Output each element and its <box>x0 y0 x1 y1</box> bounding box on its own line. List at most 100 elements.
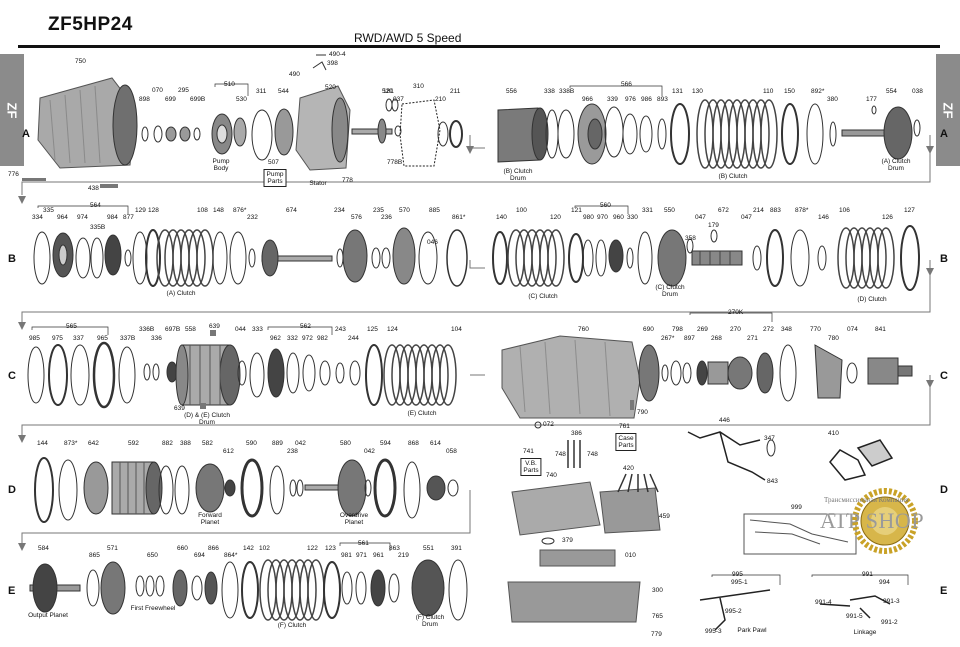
logo-brand-text: ATP SHOP <box>820 508 925 533</box>
gear-logo-icon <box>852 488 918 554</box>
boxed-caption: V.B.Parts <box>520 458 542 477</box>
part-label: 972 <box>302 335 313 342</box>
zf-side-tab-right: ZF <box>936 54 960 166</box>
row-label-e-right: E <box>940 585 948 597</box>
part-label: 338B <box>559 88 575 95</box>
part-label: 238 <box>287 448 298 455</box>
part-label: 642 <box>88 440 99 447</box>
overdrive-planet <box>304 459 367 517</box>
component-caption: (F) Clutch <box>277 622 307 629</box>
part-label: 102 <box>259 545 270 552</box>
part-label: 272 <box>763 326 774 333</box>
part-label: 380 <box>827 96 838 103</box>
part-label: 332 <box>287 335 298 342</box>
part-label: 126 <box>882 214 893 221</box>
part-label: 550 <box>664 207 675 214</box>
row-label-a: A <box>22 128 30 140</box>
part-label: 337 <box>73 335 84 342</box>
row-label-d: D <box>8 484 16 496</box>
part-label: 672 <box>718 207 729 214</box>
part-label: 976 <box>625 96 636 103</box>
part-label: 873* <box>64 440 78 447</box>
e-clutch-pack <box>383 344 457 406</box>
part-label: 150 <box>784 88 795 95</box>
part-label: 897 <box>684 335 695 342</box>
part-label: 235 <box>373 207 384 214</box>
part-label: 994 <box>879 579 890 586</box>
row-label-a-right: A <box>940 128 948 140</box>
part-label: 882 <box>162 440 173 447</box>
part-label: 750 <box>75 58 86 65</box>
part-label: 348 <box>781 326 792 333</box>
part-label: 961 <box>373 552 384 559</box>
part-label: 790 <box>637 409 648 416</box>
part-label: 991 <box>862 571 873 578</box>
part-label: 580 <box>340 440 351 447</box>
part-label: 146 <box>818 214 829 221</box>
part-label: 883 <box>770 207 781 214</box>
part-label: 529 <box>382 88 393 95</box>
row-label-c-right: C <box>940 370 948 382</box>
part-label: 981 <box>341 552 352 559</box>
part-label: 975 <box>52 335 63 342</box>
part-label: 388 <box>180 440 191 447</box>
part-label: 612 <box>223 448 234 455</box>
part-label: 140 <box>496 214 507 221</box>
part-label: 556 <box>506 88 517 95</box>
part-label: 490-4 <box>329 51 346 58</box>
part-label: 999 <box>791 504 802 511</box>
part-label: 639 <box>174 405 185 412</box>
part-label: 047 <box>695 214 706 221</box>
part-label: 551 <box>423 545 434 552</box>
part-label: 010 <box>625 552 636 559</box>
part-label: 885 <box>429 207 440 214</box>
part-label: 046 <box>427 239 438 246</box>
part-label: 892* <box>811 88 825 95</box>
part-label: 639 <box>209 323 220 330</box>
component-caption: (D) Clutch <box>857 296 887 303</box>
page-title: ZF5HP24 <box>48 14 133 35</box>
part-label: 214 <box>753 207 764 214</box>
part-label: 776 <box>8 171 19 178</box>
part-label: 336 <box>151 335 162 342</box>
part-label: 074 <box>847 326 858 333</box>
part-label: 334 <box>32 214 43 221</box>
part-label: 058 <box>446 448 457 455</box>
stator <box>295 85 351 171</box>
part-label: 898 <box>139 96 150 103</box>
part-label: 974 <box>77 214 88 221</box>
part-label: 333 <box>252 326 263 333</box>
part-label: 106 <box>839 207 850 214</box>
part-label: 459 <box>659 513 670 520</box>
part-label: 741 <box>523 448 534 455</box>
part-label: 037 <box>393 96 404 103</box>
component-caption: Park Pawl <box>737 627 767 634</box>
part-label: 358 <box>685 235 696 242</box>
input-shaft-529 <box>351 118 393 144</box>
page-subtitle: RWD/AWD 5 Speed <box>354 31 462 45</box>
part-label: 131 <box>672 88 683 95</box>
part-label: 650 <box>147 552 158 559</box>
part-label: 128 <box>148 207 159 214</box>
part-label: 042 <box>295 440 306 447</box>
part-label: 386 <box>571 430 582 437</box>
part-label: 748 <box>587 451 598 458</box>
component-caption: (A) Clutch <box>166 290 196 297</box>
part-label: 594 <box>380 440 391 447</box>
part-label: 863 <box>389 545 400 552</box>
part-label: 311 <box>256 88 267 95</box>
part-label: 123 <box>325 545 336 552</box>
part-label: 995-1 <box>731 579 748 586</box>
row-label-d-right: D <box>940 484 948 496</box>
valve-body-740 <box>511 481 661 536</box>
part-label: 576 <box>351 214 362 221</box>
component-caption: Linkage <box>853 629 877 636</box>
part-label: 446 <box>719 417 730 424</box>
part-label: 124 <box>387 326 398 333</box>
part-label: 554 <box>886 88 897 95</box>
